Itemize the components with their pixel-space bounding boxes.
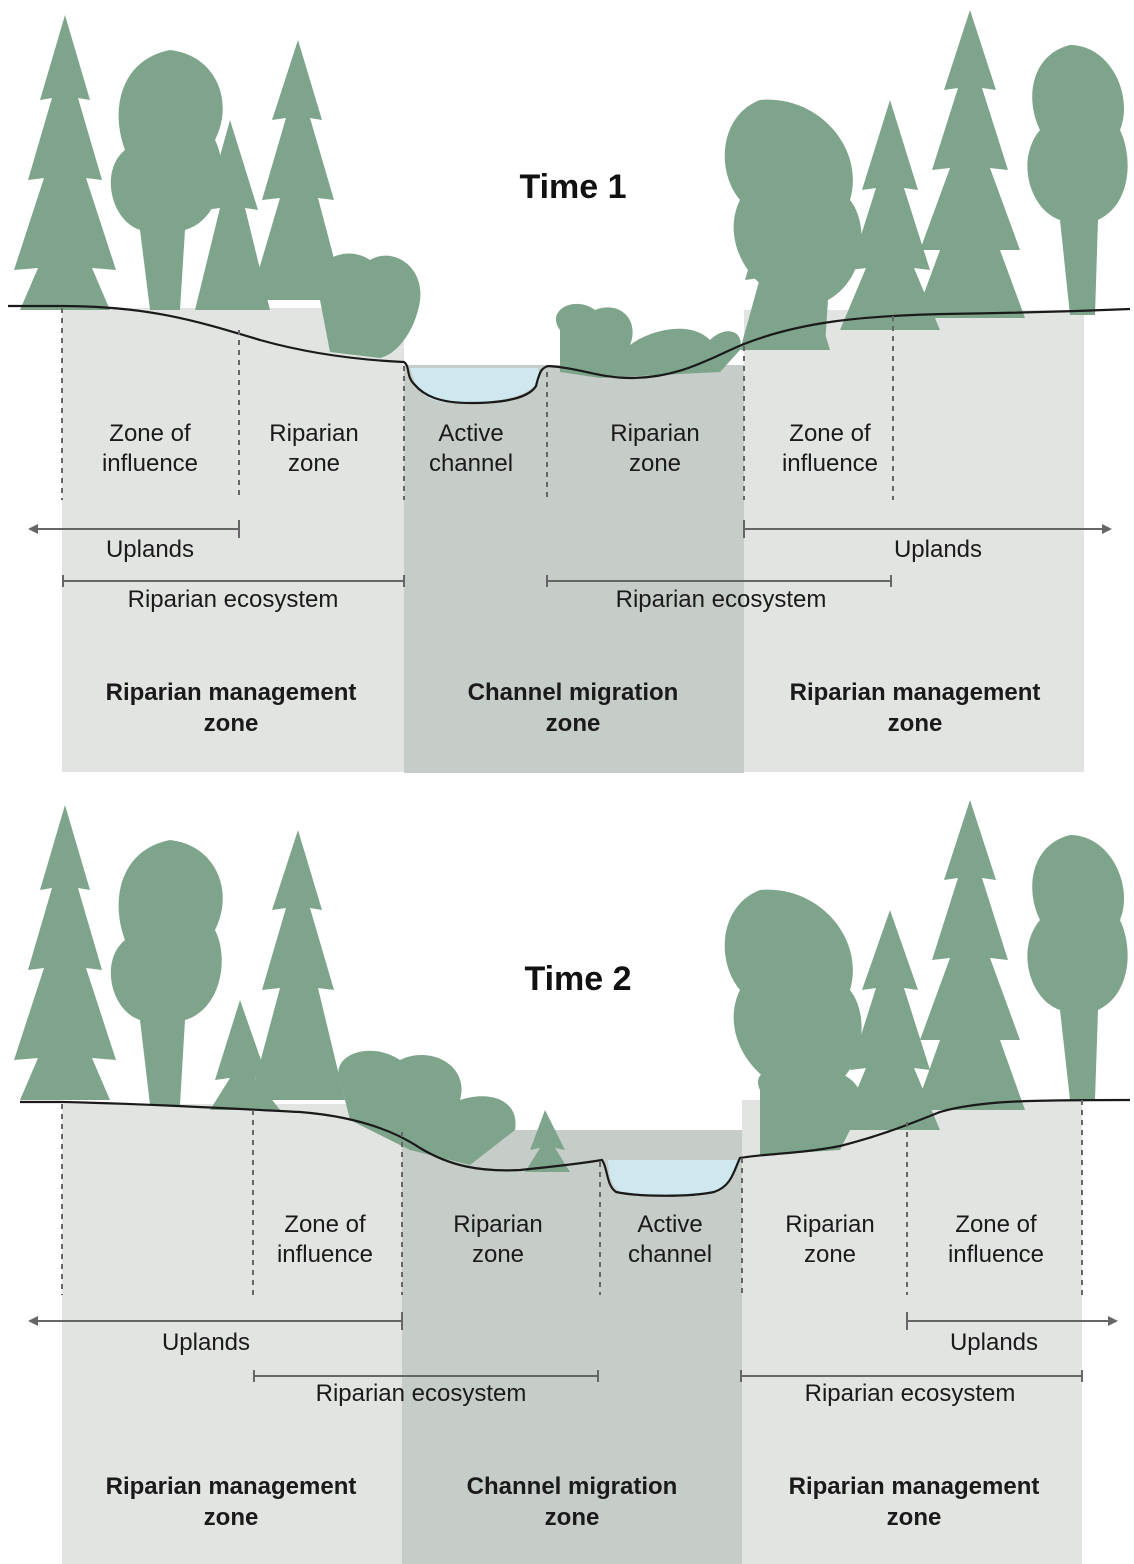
- water-channel: [608, 1160, 738, 1196]
- uplands-right-span: [743, 520, 1112, 538]
- ground-profile: [8, 304, 1131, 405]
- uplands-right-span: [906, 1312, 1118, 1330]
- zone-label: channel: [628, 1241, 712, 1268]
- uplands-left-span: [28, 1312, 403, 1330]
- uplands-label: Uplands: [106, 536, 194, 563]
- conifer-tree: [14, 805, 116, 1100]
- ecosystem-right-span: [546, 575, 892, 587]
- zone-label: Zone of: [955, 1211, 1037, 1238]
- channel-migration-label: Channel migration: [467, 1473, 678, 1500]
- ecosystem-left-span: [253, 1370, 599, 1382]
- zone-boundaries: [61, 308, 894, 500]
- zone-label: influence: [102, 450, 198, 477]
- conifer-tree: [915, 800, 1025, 1110]
- zone-label: channel: [429, 450, 513, 477]
- zone-label: zone: [629, 450, 681, 477]
- ecosystem-left-span: [62, 575, 405, 587]
- shrub: [758, 1067, 862, 1155]
- management-zone-label: zone: [204, 1504, 259, 1531]
- shrub: [555, 303, 741, 378]
- zone-label: influence: [948, 1241, 1044, 1268]
- broadleaf-tree: [724, 99, 862, 346]
- zone-label: Zone of: [284, 1211, 366, 1238]
- management-zone-label: zone: [888, 710, 943, 737]
- ground-profile: [20, 1098, 1131, 1197]
- zone-label: zone: [288, 450, 340, 477]
- ecosystem-label: Riparian ecosystem: [616, 586, 827, 613]
- shrub: [338, 1050, 516, 1165]
- zone-label: Riparian: [610, 420, 699, 447]
- panel-title: Time 2: [524, 960, 631, 998]
- ecosystem-label: Riparian ecosystem: [805, 1380, 1016, 1407]
- zone-label: Zone of: [789, 420, 871, 447]
- broadleaf-tree: [110, 840, 223, 1105]
- management-zone-label: Riparian management: [790, 679, 1041, 706]
- conifer-tree: [840, 910, 940, 1130]
- management-zone-label: Riparian management: [106, 1473, 357, 1500]
- zone-label: zone: [472, 1241, 524, 1268]
- panel-time-1: Time 1 Zone of influence Riparian zone A…: [8, 10, 1131, 773]
- management-zone-label: zone: [887, 1504, 942, 1531]
- ecosystem-label: Riparian ecosystem: [316, 1380, 527, 1407]
- zone-label: influence: [277, 1241, 373, 1268]
- zone-label: influence: [782, 450, 878, 477]
- water-channel: [410, 368, 540, 403]
- zone-bg-right: [742, 1100, 1082, 1564]
- conifer-tree: [195, 120, 270, 310]
- conifer-tree: [250, 830, 345, 1100]
- broadleaf-tree: [110, 50, 223, 310]
- zone-label: Riparian: [453, 1211, 542, 1238]
- trees-group: [14, 10, 1128, 378]
- zone-label: Active: [637, 1211, 702, 1238]
- broadleaf-tree: [1027, 835, 1128, 1100]
- channel-migration-label: zone: [546, 710, 601, 737]
- conifer-tree: [210, 1000, 280, 1110]
- ecosystem-right-span: [740, 1370, 1083, 1382]
- ecosystem-label: Riparian ecosystem: [128, 586, 339, 613]
- conifer-tree: [840, 100, 940, 330]
- management-zone-label: Riparian management: [789, 1473, 1040, 1500]
- uplands-label: Uplands: [162, 1329, 250, 1356]
- zone-label: Riparian: [269, 420, 358, 447]
- uplands-label: Uplands: [950, 1329, 1038, 1356]
- broadleaf-tree: [1027, 45, 1128, 315]
- uplands-label: Uplands: [894, 536, 982, 563]
- channel-migration-zone-bg: [402, 1130, 742, 1564]
- channel-migration-label: Channel migration: [468, 679, 679, 706]
- zone-label: zone: [804, 1241, 856, 1268]
- shrub: [314, 253, 421, 358]
- conifer-tree: [915, 10, 1025, 318]
- management-zone-label: zone: [204, 710, 259, 737]
- trees-group: [14, 800, 1128, 1172]
- zone-label: Active: [438, 420, 503, 447]
- panel-time-2: Time 2 Zone of influence Riparian zone A…: [14, 800, 1131, 1564]
- channel-migration-zone-bg: [404, 365, 744, 773]
- uplands-left-span: [28, 520, 240, 538]
- management-zone-label: Riparian management: [106, 679, 357, 706]
- panel-title: Time 1: [519, 168, 626, 206]
- zone-bg-left: [62, 308, 404, 772]
- zone-label: Zone of: [109, 420, 191, 447]
- conifer-tree: [250, 40, 345, 300]
- zone-bg-left: [62, 1104, 404, 1564]
- zone-boundaries: [61, 1100, 1083, 1295]
- channel-migration-label: zone: [545, 1504, 600, 1531]
- zone-bg-right: [744, 310, 1084, 772]
- conifer-tree: [14, 15, 116, 310]
- conifer-tree: [525, 1110, 570, 1172]
- zone-label: Riparian: [785, 1211, 874, 1238]
